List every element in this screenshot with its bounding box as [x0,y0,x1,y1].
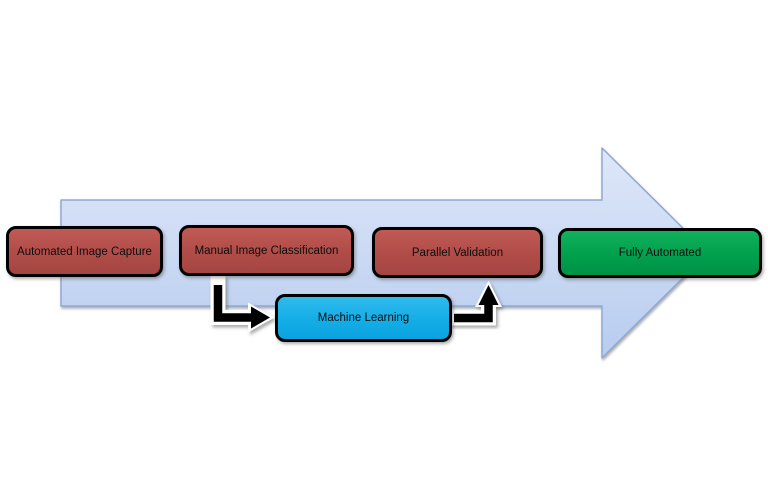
step-box-machine-learning: Machine Learning [275,294,452,342]
step-box-parallel-validation: Parallel Validation [372,227,543,278]
step-label: Manual Image Classification [194,244,339,257]
step-label: Fully Automated [618,247,702,259]
elbow-arrow-down-right-icon [210,275,275,333]
step-box-manual-image-classification: Manual Image Classification [179,225,354,276]
step-label: Parallel Validation [411,246,504,259]
step-box-automated-image-capture: Automated Image Capture [6,226,163,277]
step-label: Automated Image Capture [17,245,152,258]
step-label: Machine Learning [317,312,410,324]
step-box-fully-automated: Fully Automated [558,228,762,278]
elbow-arrow-right-up-icon [445,280,502,326]
